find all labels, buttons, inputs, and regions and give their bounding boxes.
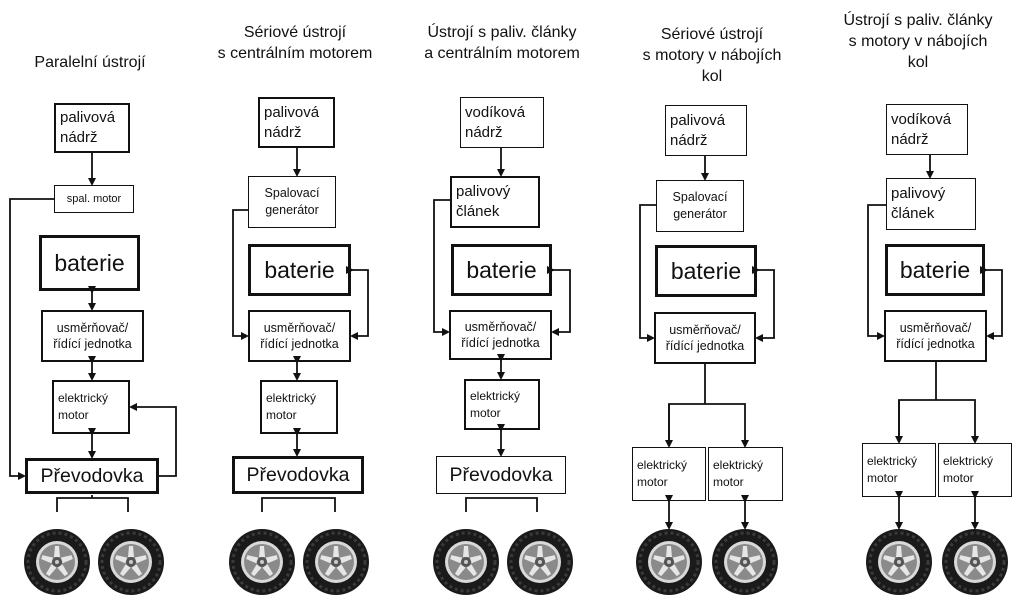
combustion-engine-box: spal. motor [54, 185, 134, 213]
wheel-icon [634, 527, 704, 596]
hub-motor-right-box: elektrický motor [708, 447, 783, 501]
wheel-icon [227, 527, 297, 596]
wheel-icon [864, 527, 934, 596]
controller-box: usměrňovač/ řídící jednotka [41, 310, 144, 362]
hydrogen-tank-label: vodíková nádrž [891, 110, 952, 148]
fuel-tank-box: palivová nádrž [258, 97, 335, 148]
fuel-cell-box: palivový článek [886, 178, 976, 230]
fuel-tank-label: palivová nádrž [60, 109, 116, 146]
wheel-icon [505, 527, 575, 596]
controller-label: usměrňovač/ řídící jednotka [461, 320, 540, 350]
battery-label: baterie [670, 257, 742, 284]
fuel-tank-box: palivová nádrž [54, 103, 130, 153]
combustion-generator-box: Spalovací generátor [656, 180, 744, 232]
battery-label: baterie [466, 256, 537, 283]
electric-motor-label: elektrický motor [266, 391, 317, 422]
controller-label: usměrňovač/ řídící jednotka [665, 323, 745, 353]
controller-box: usměrňovač/ řídící jednotka [248, 310, 351, 362]
hub-motor-left-label: elektrický motor [867, 454, 918, 485]
wheel-icon [710, 527, 780, 596]
battery-box: baterie [248, 244, 351, 296]
gearbox-label: Převodovka [40, 464, 144, 487]
controller-box: usměrňovač/ řídící jednotka [654, 312, 756, 364]
combustion-generator-box: Spalovací generátor [248, 176, 336, 228]
column-title-fuel-cell-central: Ústrojí s paliv. články a centrálním mot… [424, 24, 580, 62]
wheel-icon [22, 527, 92, 596]
hydrogen-tank-box: vodíková nádrž [460, 97, 544, 148]
hub-motor-right-label: elektrický motor [943, 454, 994, 485]
combustion-generator-label: Spalovací generátor [672, 190, 728, 221]
fuel-cell-label: palivový článek [456, 183, 511, 220]
hydrogen-tank-label: vodíková nádrž [465, 103, 526, 141]
column-title-parallel: Paralelní ústrojí [34, 54, 146, 71]
electric-motor-label: elektrický motor [470, 388, 521, 420]
hub-motor-right-label: elektrický motor [713, 458, 764, 489]
hub-motor-left-label: elektrický motor [637, 458, 688, 489]
hub-motor-left-box: elektrický motor [862, 443, 936, 497]
electric-motor-box: elektrický motor [464, 379, 540, 430]
wheel-icon [431, 527, 501, 596]
fuel-tank-label: palivová nádrž [670, 111, 726, 149]
controller-box: usměrňovač/ řídící jednotka [449, 310, 552, 360]
hub-motor-left-box: elektrický motor [632, 447, 706, 501]
electric-motor-label: elektrický motor [58, 391, 109, 422]
fuel-tank-label: palivová nádrž [264, 103, 320, 141]
battery-box: baterie [655, 245, 757, 297]
battery-label: baterie [54, 249, 125, 276]
combustion-engine-label: spal. motor [66, 193, 122, 205]
gearbox-box: Převodovka [25, 458, 159, 494]
column-title-series-central: Sériové ústrojí s centrálním motorem [217, 24, 373, 62]
gearbox-box: Převodovka [436, 456, 566, 494]
battery-box: baterie [451, 244, 552, 296]
controller-label: usměrňovač/ řídící jednotka [260, 321, 339, 351]
wheel-icon [96, 527, 166, 596]
fuel-cell-label: palivový článek [891, 185, 946, 222]
battery-box: baterie [39, 235, 140, 291]
fuel-cell-box: palivový článek [450, 176, 540, 228]
battery-box: baterie [885, 244, 985, 296]
wheel-icon [940, 527, 1010, 596]
hydrogen-tank-box: vodíková nádrž [886, 104, 968, 155]
controller-label: usměrňovač/ řídící jednotka [896, 321, 975, 351]
gearbox-box: Převodovka [232, 456, 364, 494]
gearbox-label: Převodovka [449, 463, 553, 486]
column-title-series-hub: Sériové ústrojí s motory v nábojích kol [642, 26, 782, 85]
fuel-tank-box: palivová nádrž [665, 105, 747, 156]
wheel-icon [301, 527, 371, 596]
gearbox-label: Převodovka [246, 463, 350, 486]
battery-label: baterie [264, 256, 335, 283]
battery-label: baterie [899, 256, 971, 283]
controller-label: usměrňovač/ řídící jednotka [53, 321, 132, 351]
column-title-fuel-cell-hub: Ústrojí s paliv. články s motory v náboj… [843, 12, 993, 71]
combustion-generator-label: Spalovací generátor [264, 186, 320, 217]
